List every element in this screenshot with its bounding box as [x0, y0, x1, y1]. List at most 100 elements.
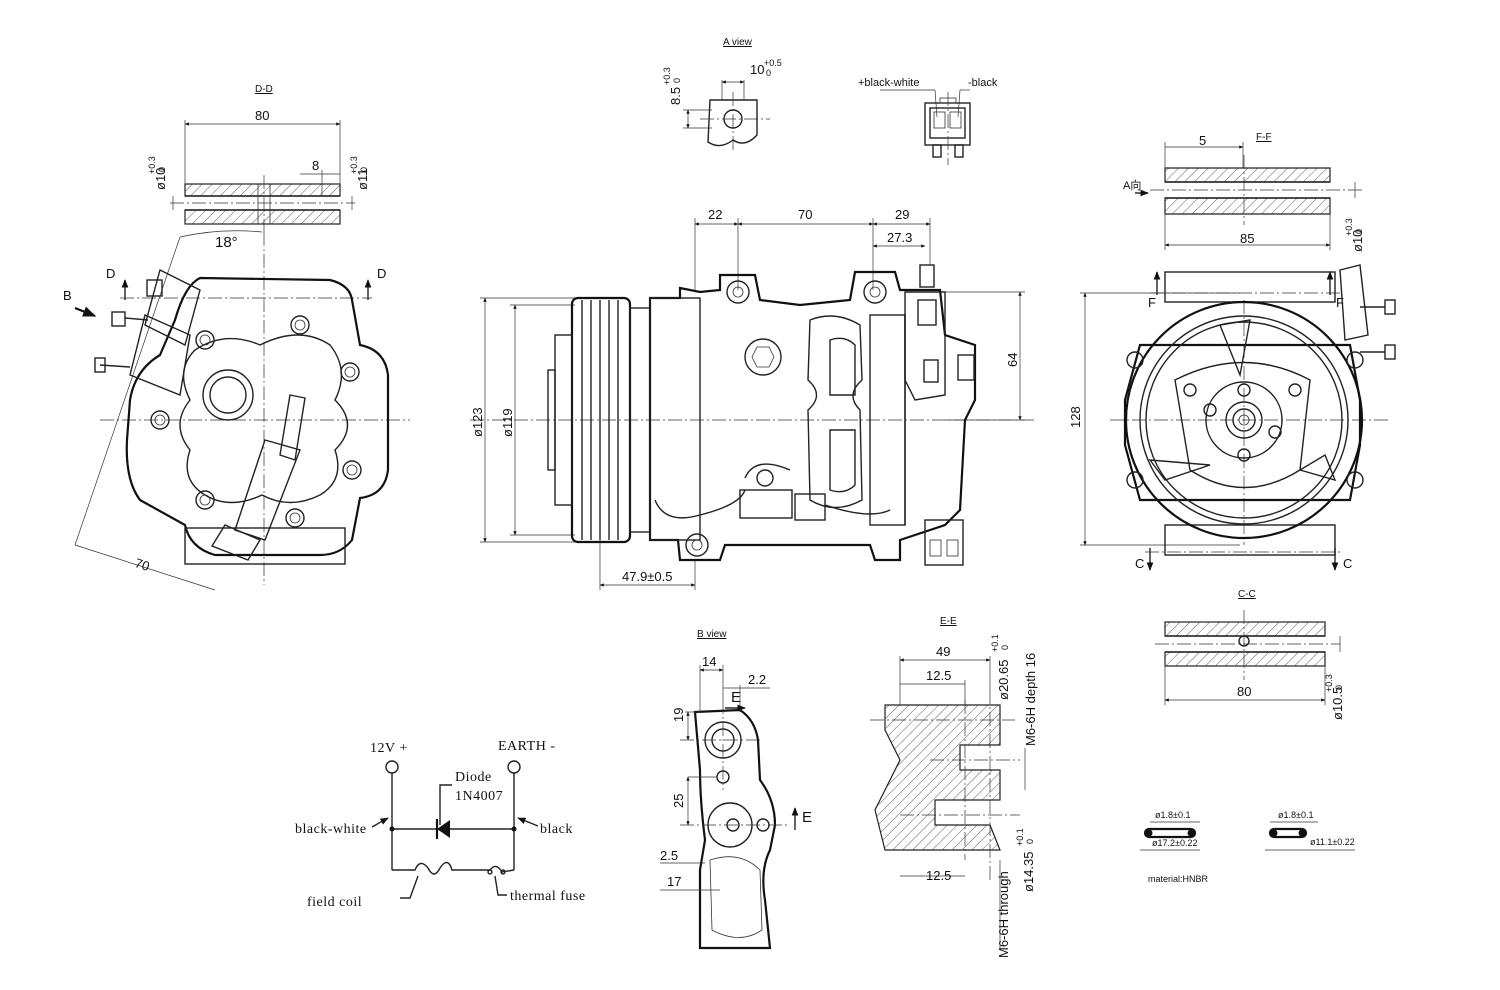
ee-diameter-14-35: ø14.35 [1021, 852, 1036, 892]
dd-step: 8 [312, 158, 319, 173]
cc-80: 80 [1237, 684, 1251, 699]
oring1-symbol [1143, 827, 1197, 839]
section-cc-title: C-C [1238, 589, 1256, 600]
svg-text:0: 0 [766, 68, 771, 78]
bv-14: 14 [702, 654, 716, 669]
marker-c-right: C [1343, 556, 1352, 571]
terminal-positive [385, 760, 399, 774]
marker-e-side: E [802, 809, 812, 826]
ff-85: 85 [1240, 231, 1254, 246]
label-thermal-fuse: thermal fuse [510, 889, 586, 904]
bv-2-2: 2.2 [748, 672, 766, 687]
oring2-symbol [1268, 827, 1308, 839]
dim-29: 29 [895, 207, 909, 222]
left-end-view: 18° 70 D D B [63, 230, 410, 591]
circuit-earth: EARTH - [498, 739, 555, 754]
b-view: B view 14 2.2 19 25 2.5 17 E E [660, 629, 812, 950]
section-dd: D-D 80 8 ø10 +0.3 0 ø11 +0.3 0 [147, 84, 370, 234]
terminal-earth [507, 760, 521, 774]
marker-d-right: D [377, 266, 386, 281]
marker-d-left: D [106, 266, 115, 281]
ee-diameter-20-65: ø20.65 [996, 660, 1011, 700]
right-end-view: F F C C 128 [1068, 264, 1396, 571]
a-view: A view 10 +0.5 0 8.5 +0.3 0 [662, 37, 782, 150]
bv-19: 19 [671, 708, 686, 722]
svg-text:+0.3: +0.3 [1344, 218, 1354, 236]
ee-49: 49 [936, 644, 950, 659]
label-black: black [540, 822, 573, 837]
dim-d119: ø119 [500, 408, 515, 437]
svg-text:+0.1: +0.1 [1015, 828, 1025, 846]
bv-17: 17 [667, 874, 681, 889]
marker-f-right: F [1336, 295, 1344, 310]
svg-text:0: 0 [1334, 685, 1344, 690]
oring2-id: ø11.1±0.22 [1310, 837, 1355, 847]
label-field-coil: field coil [307, 895, 362, 910]
section-cc: C-C 80 ø10.5 +0.3 0 [1155, 589, 1345, 720]
svg-text:+0.3: +0.3 [662, 67, 672, 85]
diode-label: Diode [455, 770, 492, 785]
o-rings: ø1.8±0.1 ø17.2±0.22 ø1.8±0.1 ø11.1±0.22 … [1140, 810, 1355, 884]
dim-d123: ø123 [470, 407, 485, 437]
dim-27-3: 27.3 [887, 230, 912, 245]
field-coil-symbol [392, 861, 490, 875]
right-128: 128 [1068, 406, 1083, 428]
a-view-title: A view [723, 37, 753, 48]
dd-length: 80 [255, 108, 269, 123]
diode-symbol [437, 820, 450, 838]
section-ff: F-F 5 85 ø10 +0.3 0 A向 [1123, 132, 1365, 252]
svg-text:+0.1: +0.1 [990, 634, 1000, 652]
angle-18: 18° [215, 234, 238, 251]
svg-text:0: 0 [672, 78, 682, 83]
main-side-view: 22 70 29 27.3 64 ø123 ø119 47.9±0.5 [470, 207, 1035, 590]
svg-text:+0.3: +0.3 [1324, 674, 1334, 692]
svg-text:+0.5: +0.5 [764, 58, 782, 68]
marker-c-left: C [1135, 556, 1144, 571]
ff-diameter-10: ø10 [1350, 230, 1365, 252]
bv-25: 25 [671, 794, 686, 808]
ee-m6-through: M6-6H through [996, 871, 1011, 958]
dd-diameter-10: ø10 [153, 168, 168, 190]
svg-text:0: 0 [359, 167, 369, 172]
svg-text:0: 0 [1000, 645, 1010, 650]
a-direction: A向 [1123, 178, 1141, 192]
connector-minus-label: -black [968, 77, 998, 89]
marker-b: B [63, 288, 72, 303]
section-ff-title: F-F [1256, 132, 1272, 143]
a-view-height: 8.5 [668, 87, 683, 105]
label-black-white: black-white [295, 822, 367, 837]
oring2-cs: ø1.8±0.1 [1278, 810, 1313, 820]
connector-detail: +black-white -black [858, 77, 998, 165]
oring1-cs: ø1.8±0.1 [1155, 810, 1190, 820]
svg-text:+0.3: +0.3 [349, 156, 359, 174]
svg-text:0: 0 [157, 167, 167, 172]
ee-12-5-bottom: 12.5 [926, 868, 951, 883]
svg-text:0: 0 [1354, 229, 1364, 234]
section-ee: E-E 49 12.5 12.5 ø20.65 +0.1 0 M6-6H dep… [870, 616, 1038, 958]
marker-e-top: E [731, 689, 741, 706]
oring1-id: ø17.2±0.22 [1152, 838, 1197, 848]
svg-text:0: 0 [1025, 839, 1035, 844]
cc-diameter-10-5: ø10.5 [1330, 687, 1345, 720]
ee-12-5-top: 12.5 [926, 668, 951, 683]
a-view-width: 10 [750, 62, 764, 77]
section-dd-title: D-D [255, 84, 273, 95]
left-length-70: 70 [133, 555, 151, 574]
dim-70: 70 [798, 207, 812, 222]
section-ee-title: E-E [940, 616, 957, 627]
diode-part: 1N4007 [455, 789, 503, 804]
dim-64: 64 [1005, 353, 1020, 367]
dim-47-9: 47.9±0.5 [622, 569, 673, 584]
dd-diameter-11: ø11 [355, 169, 370, 190]
marker-f-left: F [1148, 295, 1156, 310]
connector-plus-label: +black-white [858, 77, 919, 89]
bv-2-5: 2.5 [660, 848, 678, 863]
circuit-12v: 12V + [370, 741, 408, 756]
b-view-title: B view [697, 629, 727, 640]
dim-22: 22 [708, 207, 722, 222]
material-label: material:HNBR [1148, 874, 1209, 884]
ee-m6-depth: M6-6H depth 16 [1023, 653, 1038, 746]
ff-5: 5 [1199, 133, 1206, 148]
svg-text:+0.3: +0.3 [147, 156, 157, 174]
